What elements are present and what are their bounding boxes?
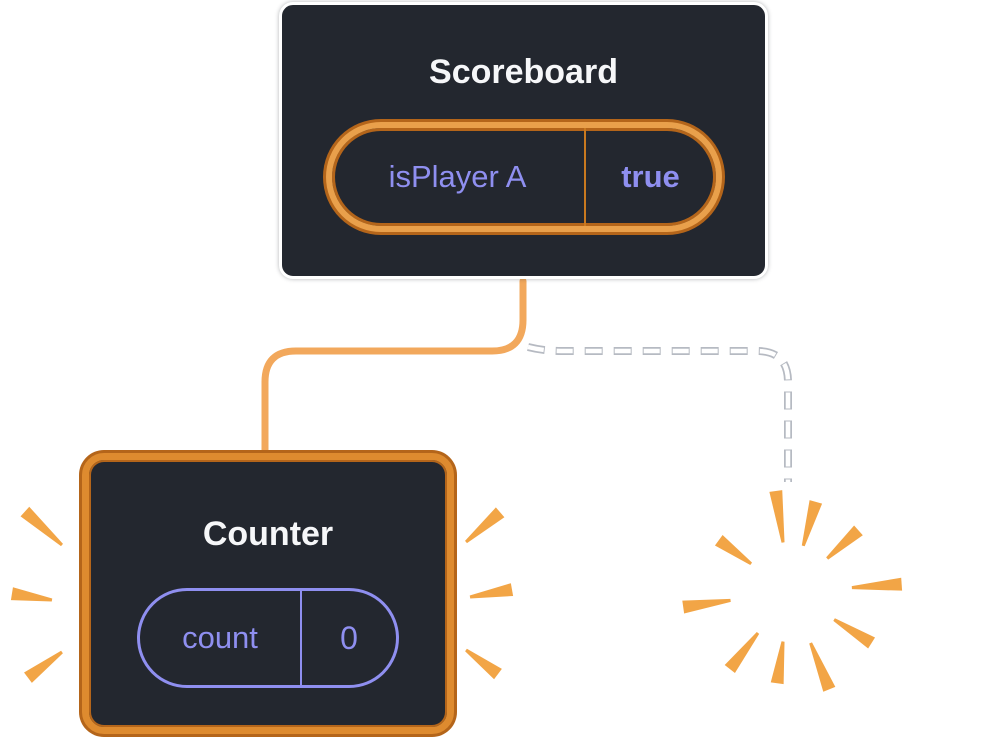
pill-divider	[583, 128, 586, 226]
counter-component: Counter count 0	[82, 453, 454, 734]
counter-state-pill: count 0	[137, 588, 399, 688]
scoreboard-state-value: true	[621, 159, 680, 194]
scoreboard-state-key: isPlayer A	[388, 159, 527, 194]
pill-divider	[300, 591, 302, 685]
connector-dashed-line	[527, 343, 792, 482]
scoreboard-component: Scoreboard isPlayer A true	[279, 2, 768, 279]
connector-solid-line	[261, 277, 527, 457]
scoreboard-state-pill: isPlayer A true	[325, 122, 722, 232]
scoreboard-title: Scoreboard	[429, 53, 618, 91]
poof-burst-icon	[682, 490, 903, 692]
counter-state-key: count	[182, 620, 258, 655]
counter-title: Counter	[202, 515, 334, 553]
counter-state-value: 0	[340, 619, 358, 656]
